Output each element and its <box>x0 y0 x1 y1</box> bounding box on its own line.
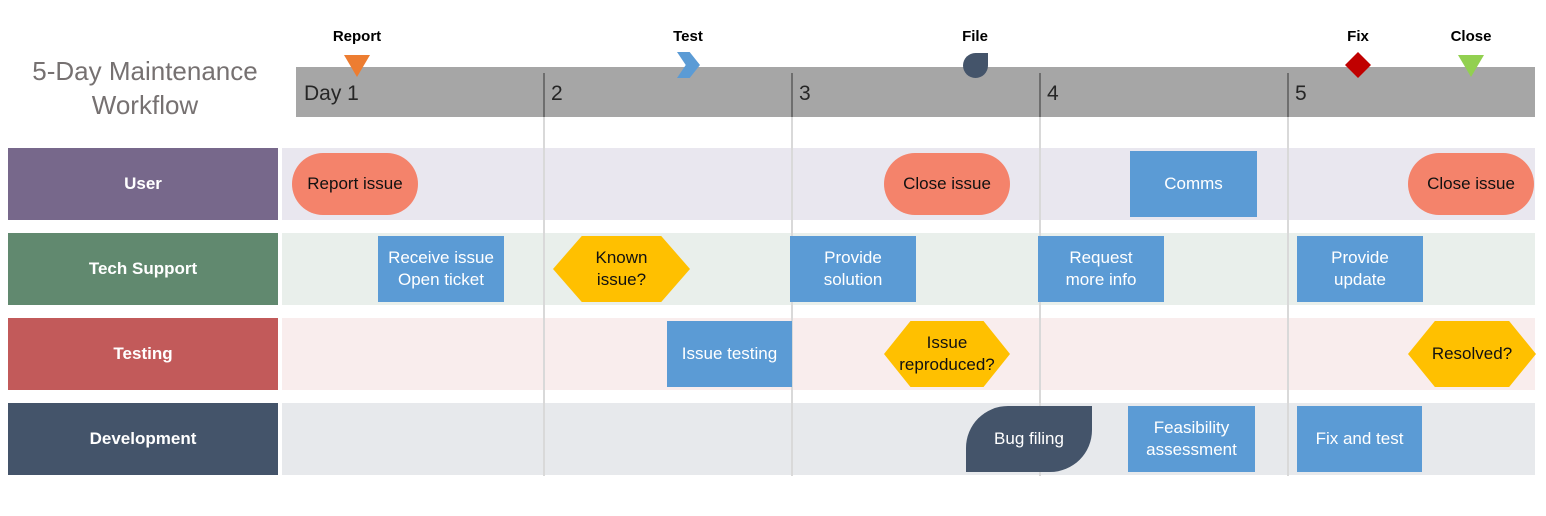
milestone-label-file: File <box>962 28 988 45</box>
milestone-label-report: Report <box>332 28 382 45</box>
shape-close-issue: Close issue <box>1408 153 1534 215</box>
lane-header-tech-support: Tech Support <box>8 233 278 305</box>
day-label-1: Day 1 <box>304 82 359 105</box>
shape-known-issue: Known issue? <box>553 236 690 302</box>
lane-header-development: Development <box>8 403 278 475</box>
shape-bug-filing: Bug filing <box>966 406 1092 472</box>
test-marker-icon <box>677 52 700 78</box>
shape-fix-and-test: Fix and test <box>1297 406 1422 472</box>
shape-request-more-info: Request more info <box>1038 236 1164 302</box>
diagram-title: 5-Day Maintenance Workflow <box>32 56 258 120</box>
timeline-bar <box>296 67 1535 117</box>
day-divider-tick <box>1039 73 1041 117</box>
day-divider-tick <box>543 73 545 117</box>
lane-header-user: User <box>8 148 278 220</box>
day-label-4: 4 <box>1047 82 1059 105</box>
shape-feasibility-assessment: Feasibility assessment <box>1128 406 1255 472</box>
shape-issue-testing: Issue testing <box>667 321 792 387</box>
day-label-5: 5 <box>1295 82 1307 105</box>
day-grid-line <box>543 117 545 476</box>
milestone-label-close: Close <box>1450 28 1492 45</box>
day-divider-tick <box>1287 73 1289 117</box>
shape-close-issue: Close issue <box>884 153 1010 215</box>
day-divider-tick <box>791 73 793 117</box>
shape-resolved: Resolved? <box>1408 321 1536 387</box>
day-label-2: 2 <box>551 82 563 105</box>
shape-provide-solution: Provide solution <box>790 236 916 302</box>
shape-issue-reproduced: Issue reproduced? <box>884 321 1010 387</box>
shape-receive-issue-open-ticket: Receive issue Open ticket <box>378 236 504 302</box>
day-grid-line <box>1287 117 1289 476</box>
shape-report-issue: Report issue <box>292 153 418 215</box>
milestone-label-test: Test <box>673 28 703 45</box>
day-label-3: 3 <box>799 82 811 105</box>
milestone-label-fix: Fix <box>1347 28 1369 45</box>
lane-header-testing: Testing <box>8 318 278 390</box>
shape-comms: Comms <box>1130 151 1257 217</box>
file-marker-icon <box>963 53 988 78</box>
shape-provide-update: Provide update <box>1297 236 1423 302</box>
